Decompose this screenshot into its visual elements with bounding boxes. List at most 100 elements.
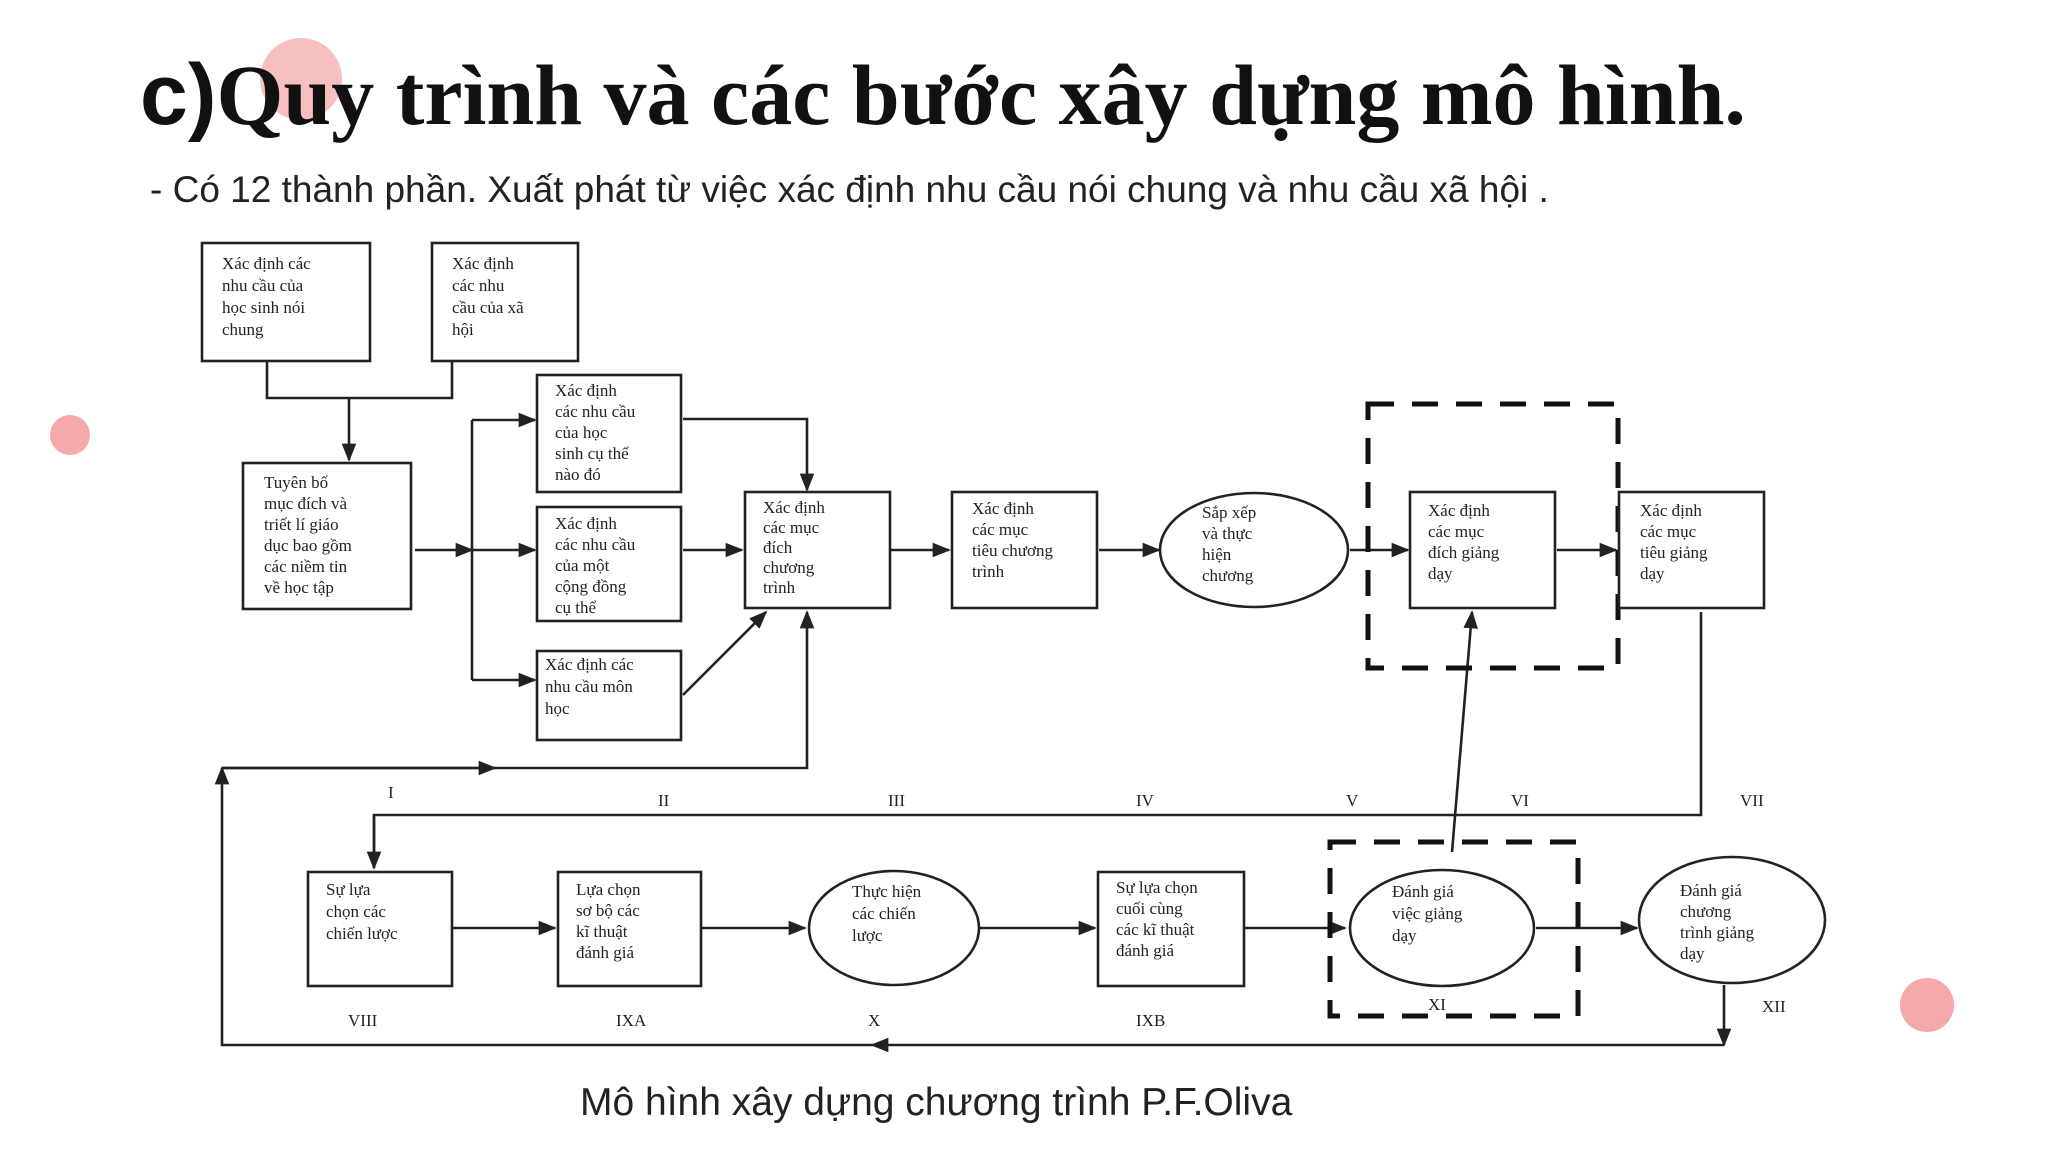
node-8-line: trình bbox=[972, 562, 1005, 581]
decorative-dot-right bbox=[1900, 978, 1954, 1032]
roman-labels: I II III IV V VI VII VIII IXA X IXB XI X… bbox=[348, 783, 1786, 1030]
node-7-line: trình bbox=[763, 578, 796, 597]
roman-label: XII bbox=[1762, 997, 1786, 1016]
node-6-line: nhu cầu môn bbox=[545, 677, 633, 696]
node-1-line: nhu cầu của bbox=[222, 276, 304, 295]
node-3: Tuyên bố mục đích và triết lí giáo dục bao … bbox=[241, 461, 413, 611]
node-12-line: chiến lược bbox=[326, 924, 398, 943]
node-10-line: các mục bbox=[1428, 522, 1485, 541]
node-11-line: Xác định bbox=[1640, 501, 1702, 520]
slide-title-prefix: c) bbox=[140, 47, 217, 143]
node-12-line: Sự lựa bbox=[326, 880, 371, 899]
decorative-dot-left bbox=[50, 415, 90, 455]
node-9-line: hiện bbox=[1202, 545, 1232, 564]
node-10-line: Xác định bbox=[1428, 501, 1490, 520]
node-12-line: chọn các bbox=[326, 902, 386, 921]
roman-label: VI bbox=[1511, 791, 1529, 810]
roman-label: II bbox=[658, 791, 670, 810]
node-8-line: các mục bbox=[972, 520, 1029, 539]
roman-label: IXB bbox=[1136, 1011, 1165, 1030]
node-9: Sắp xếp và thực hiện chương bbox=[1158, 491, 1350, 609]
node-2-line: hội bbox=[452, 320, 474, 339]
slide-title-main: Quy trình và các bước xây dựng mô hình. bbox=[216, 47, 1746, 143]
node-14-line: các chiến bbox=[852, 904, 916, 923]
node-8-line: Xác định bbox=[972, 499, 1034, 518]
node-2-line: Xác định bbox=[452, 254, 514, 273]
node-7-line: đích bbox=[763, 538, 793, 557]
node-5-line: cụ thể bbox=[555, 598, 597, 617]
node-8-line: tiêu chương bbox=[972, 541, 1053, 560]
dashed-group-top bbox=[1365, 401, 1621, 671]
node-7-line: các mục bbox=[763, 518, 820, 537]
node-3-line: các niềm tin bbox=[264, 557, 348, 576]
node-3-line: mục đích và bbox=[264, 494, 348, 513]
node-11-line: tiêu giảng bbox=[1640, 543, 1708, 562]
node-3-line: Tuyên bố bbox=[264, 473, 329, 492]
node-1-line: chung bbox=[222, 320, 264, 339]
node-15-line: cuối cùng bbox=[1116, 899, 1183, 918]
node-4-line: các nhu cầu bbox=[555, 402, 636, 421]
roman-label: III bbox=[888, 791, 905, 810]
node-3-line: dục bao gồm bbox=[264, 536, 352, 555]
node-17-line: trình giảng bbox=[1680, 923, 1755, 942]
node-4-line: nào đó bbox=[555, 465, 601, 484]
roman-label: IXA bbox=[616, 1011, 647, 1030]
node-3-line: về học tập bbox=[264, 578, 334, 597]
node-3-line: triết lí giáo bbox=[264, 515, 339, 534]
node-13-line: kĩ thuật bbox=[576, 922, 628, 941]
node-6: Xác định các nhu cầu môn học bbox=[535, 649, 683, 742]
node-9-line: Sắp xếp bbox=[1202, 503, 1256, 522]
node-9-line: và thực bbox=[1202, 524, 1253, 543]
node-9-line: chương bbox=[1202, 566, 1254, 585]
node-14-line: lược bbox=[852, 926, 883, 945]
node-1-line: học sinh nói bbox=[222, 298, 305, 317]
roman-label: X bbox=[868, 1011, 880, 1030]
node-6-line: Xác định các bbox=[545, 655, 634, 674]
diagram-caption: Mô hình xây dựng chương trình P.F.Oliva bbox=[580, 1081, 1293, 1124]
roman-label: VII bbox=[1740, 791, 1764, 810]
dashed-group-bottom bbox=[1327, 839, 1581, 1019]
node-10-line: dạy bbox=[1428, 564, 1453, 583]
node-16-line: việc giảng bbox=[1392, 904, 1463, 923]
node-2-line: cầu của xã bbox=[452, 298, 524, 317]
roman-label: IV bbox=[1136, 791, 1155, 810]
node-6-line: học bbox=[545, 699, 570, 718]
roman-label: V bbox=[1346, 791, 1359, 810]
roman-label: VIII bbox=[348, 1011, 378, 1030]
node-5-line: Xác định bbox=[555, 514, 617, 533]
node-5-line: các nhu cầu bbox=[555, 535, 636, 554]
node-15-line: đánh giá bbox=[1116, 941, 1175, 960]
slide-title: c)Quy trình và các bước xây dựng mô hình… bbox=[140, 40, 1746, 150]
node-7-line: Xác định bbox=[763, 498, 825, 517]
node-13-line: sơ bộ các bbox=[576, 901, 640, 920]
node-17-line: dạy bbox=[1680, 944, 1705, 963]
roman-label: I bbox=[388, 783, 394, 802]
node-4-line: của học bbox=[555, 423, 608, 442]
decorative-dot-title bbox=[260, 38, 342, 120]
node-16-line: dạy bbox=[1392, 926, 1417, 945]
